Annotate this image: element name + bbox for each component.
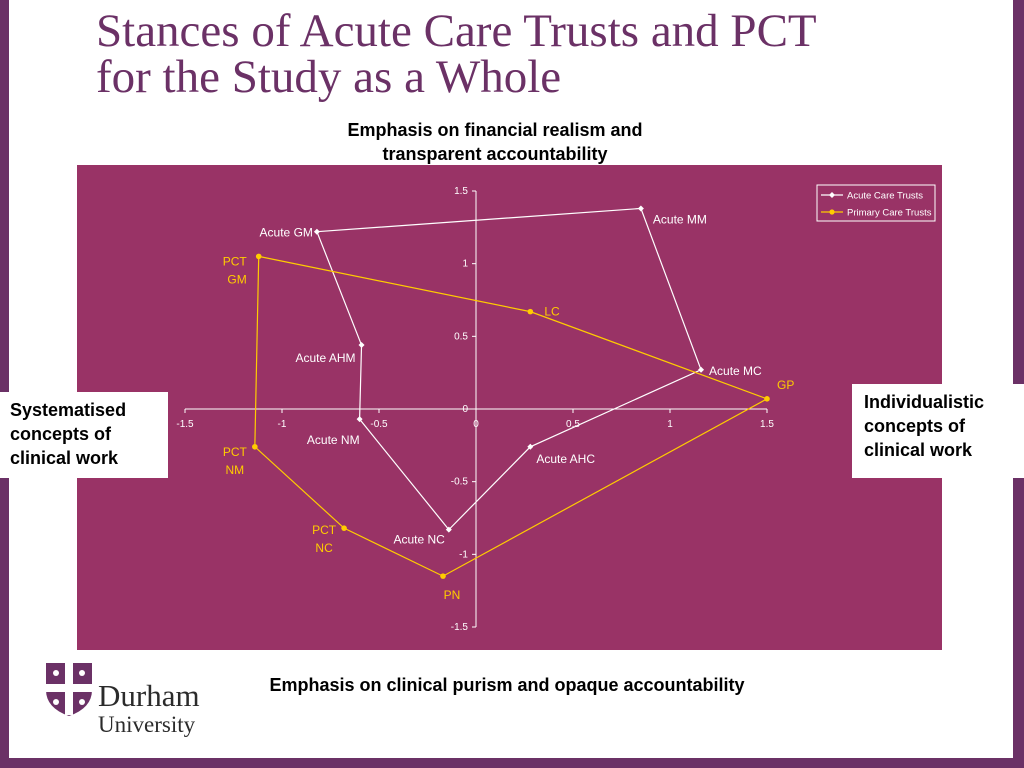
y-tick-label: -1	[459, 549, 468, 560]
legend-box	[816, 184, 936, 222]
y-negative-note: Emphasis on clinical purism and opaque a…	[269, 675, 745, 695]
point-pn	[440, 573, 446, 579]
y-tick-label: 0.5	[454, 331, 468, 342]
legend-marker-primary-care-trusts	[829, 209, 835, 215]
x-tick-label: -1	[278, 419, 287, 430]
x-negative-note-line-3: clinical work	[10, 448, 119, 468]
y-positive-note-line-2: transparent accountability	[382, 144, 608, 164]
y-tick-label: 0	[462, 404, 468, 415]
x-positive-note-line-2: concepts of	[864, 416, 966, 436]
series-line-acute-care-trusts	[316, 207, 702, 531]
x-tick-label: -0.5	[370, 419, 388, 430]
data-label-acute-nm: Acute NM	[307, 433, 360, 447]
point-pct-gm	[255, 253, 262, 260]
x-tick-label: 0	[473, 419, 479, 430]
durham-shield-icon	[46, 663, 92, 716]
y-positive-note-line-1: Emphasis on financial realism and	[347, 120, 643, 140]
title-line-2: for the Study as a Whole	[96, 51, 562, 103]
point-acute-ahc	[527, 443, 534, 450]
x-positive-note: Individualistic concepts of clinical wor…	[852, 384, 1024, 478]
y-tick-label: -1.5	[451, 622, 469, 633]
page-title: Stances of Acute Care Trusts and PCT for…	[96, 5, 976, 103]
x-tick-label: -1.5	[176, 419, 194, 430]
data-label-gp: GP	[777, 378, 794, 392]
x-negative-note: Systematised concepts of clinical work	[0, 392, 168, 478]
data-label-acute-gm: Acute GM	[260, 226, 313, 240]
x-positive-note-line-1: Individualistic	[864, 392, 985, 412]
data-label-acute-nc: Acute NC	[393, 533, 445, 547]
y-positive-note: Emphasis on financial realism and transp…	[260, 118, 730, 166]
title-line-1: Stances of Acute Care Trusts and PCT	[96, 5, 817, 57]
y-tick-label: 1	[462, 259, 468, 270]
point-acute-gm	[313, 228, 320, 235]
x-positive-note-line-3: clinical work	[864, 440, 973, 460]
data-label-acute-mc: Acute MC	[709, 364, 762, 378]
point-acute-ahm	[358, 342, 365, 349]
point-gp	[764, 396, 770, 402]
legend-marker-acute-care-trusts	[829, 192, 835, 198]
x-tick-label: 1	[667, 419, 673, 430]
logo-wordmark: Durham	[98, 678, 200, 713]
point-acute-nm	[356, 416, 363, 423]
data-label-acute-ahm: Acute AHM	[296, 351, 356, 365]
data-label-pn: PN	[444, 588, 461, 602]
point-acute-nc	[445, 526, 452, 533]
data-label-acute-ahc: Acute AHC	[536, 452, 595, 466]
x-tick-label: 0.5	[566, 419, 580, 430]
data-label-lc: LC	[544, 305, 560, 319]
point-acute-mc	[698, 366, 705, 373]
point-acute-mm	[637, 205, 644, 212]
x-tick-label: 1.5	[760, 419, 774, 430]
point-lc	[527, 308, 534, 315]
legend-label-primary-care-trusts: Primary Care Trusts	[847, 208, 932, 219]
y-tick-label: -0.5	[451, 477, 469, 488]
x-negative-note-line-1: Systematised	[10, 400, 127, 420]
y-tick-label: 1.5	[454, 186, 468, 197]
point-pct-nm	[252, 443, 258, 450]
legend-label-acute-care-trusts: Acute Care Trusts	[847, 191, 923, 202]
plot-area	[77, 165, 942, 650]
logo-subtitle: University	[98, 712, 196, 737]
data-label-acute-mm: Acute MM	[653, 212, 707, 226]
point-pct-nc	[341, 525, 347, 531]
x-negative-note-line-2: concepts of	[10, 424, 112, 444]
